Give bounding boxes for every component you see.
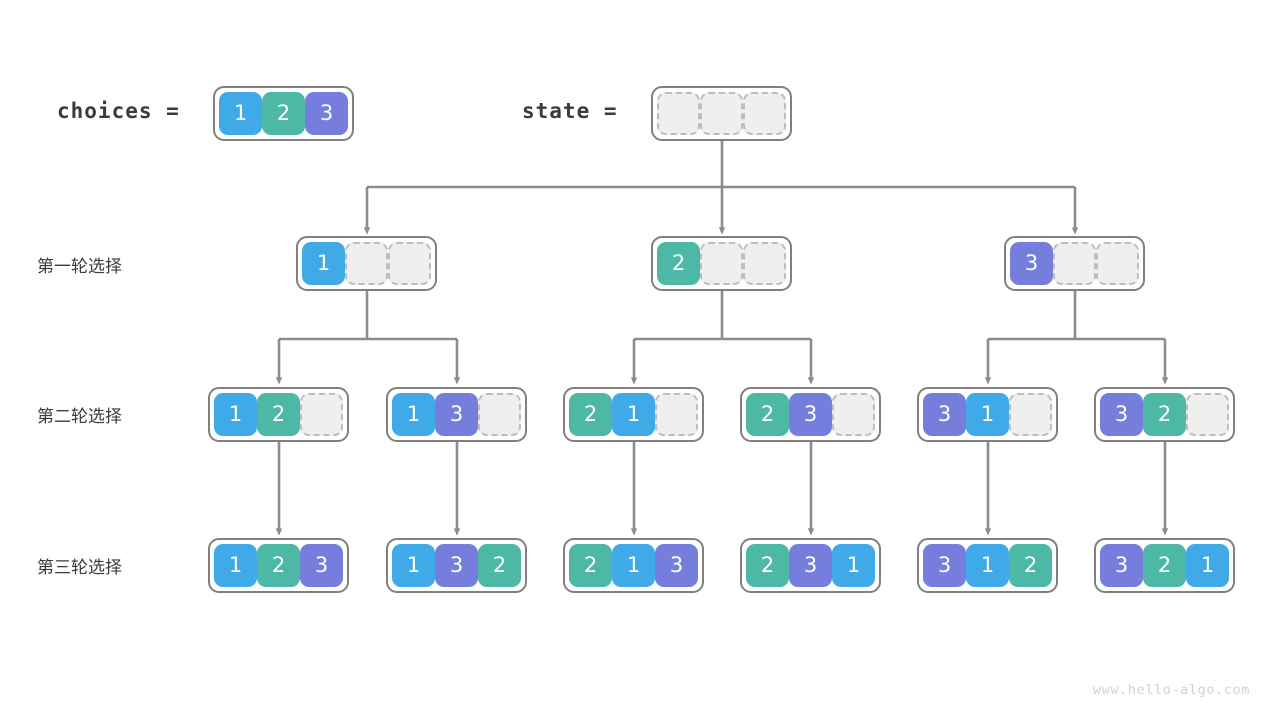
cell-level2-5-2	[1186, 393, 1229, 436]
cell-level2-5-1: 2	[1143, 393, 1186, 436]
state-label: state =	[522, 99, 618, 123]
choices-cell-0: 1	[219, 92, 262, 135]
cell-level3-5-1: 2	[1143, 544, 1186, 587]
cell-level3-4-0: 3	[923, 544, 966, 587]
cell-level3-3-1: 3	[789, 544, 832, 587]
row-label-round-2: 第二轮选择	[37, 407, 122, 427]
cell-level3-3-2: 1	[832, 544, 875, 587]
cell-level2-1-0: 1	[392, 393, 435, 436]
choices-label: choices =	[57, 99, 180, 123]
cell-level2-5-0: 3	[1100, 393, 1143, 436]
cell-level3-0-0: 1	[214, 544, 257, 587]
node-level2-3: 2 3	[740, 387, 881, 442]
cell-level2-4-2	[1009, 393, 1052, 436]
state-cell-1	[700, 92, 743, 135]
cell-level3-1-2: 2	[478, 544, 521, 587]
state-cell-0	[657, 92, 700, 135]
cell-level1-2-2	[1096, 242, 1139, 285]
cell-level2-4-0: 3	[923, 393, 966, 436]
node-level2-5: 3 2	[1094, 387, 1235, 442]
cell-level3-0-2: 3	[300, 544, 343, 587]
cell-level1-2-1	[1053, 242, 1096, 285]
cell-level3-2-1: 1	[612, 544, 655, 587]
cell-level1-1-1	[700, 242, 743, 285]
cell-level3-1-0: 1	[392, 544, 435, 587]
node-level1-1: 2	[651, 236, 792, 291]
cell-level1-2-0: 3	[1010, 242, 1053, 285]
node-level1-0: 1	[296, 236, 437, 291]
cell-level2-3-2	[832, 393, 875, 436]
node-level2-4: 3 1	[917, 387, 1058, 442]
cell-level3-3-0: 2	[746, 544, 789, 587]
node-level3-4: 3 1 2	[917, 538, 1058, 593]
choices-array: 1 2 3	[213, 86, 354, 141]
cell-level3-1-1: 3	[435, 544, 478, 587]
cell-level3-4-2: 2	[1009, 544, 1052, 587]
cell-level2-4-1: 1	[966, 393, 1009, 436]
cell-level2-3-0: 2	[746, 393, 789, 436]
node-level3-2: 2 1 3	[563, 538, 704, 593]
cell-level3-5-2: 1	[1186, 544, 1229, 587]
cell-level2-2-0: 2	[569, 393, 612, 436]
cell-level2-2-2	[655, 393, 698, 436]
node-level3-3: 2 3 1	[740, 538, 881, 593]
node-level2-2: 2 1	[563, 387, 704, 442]
node-level2-0: 1 2	[208, 387, 349, 442]
cell-level3-0-1: 2	[257, 544, 300, 587]
cell-level1-0-1	[345, 242, 388, 285]
cell-level3-4-1: 1	[966, 544, 1009, 587]
cell-level3-2-2: 3	[655, 544, 698, 587]
cell-level2-1-2	[478, 393, 521, 436]
row-label-round-3: 第三轮选择	[37, 558, 122, 578]
cell-level2-0-1: 2	[257, 393, 300, 436]
cell-level2-3-1: 3	[789, 393, 832, 436]
cell-level2-1-1: 3	[435, 393, 478, 436]
choices-cell-1: 2	[262, 92, 305, 135]
node-level3-1: 1 3 2	[386, 538, 527, 593]
watermark: www.hello-algo.com	[1092, 682, 1250, 698]
cell-level1-0-2	[388, 242, 431, 285]
cell-level1-1-0: 2	[657, 242, 700, 285]
node-level3-0: 1 2 3	[208, 538, 349, 593]
node-level2-1: 1 3	[386, 387, 527, 442]
cell-level2-0-0: 1	[214, 393, 257, 436]
state-array	[651, 86, 792, 141]
cell-level1-1-2	[743, 242, 786, 285]
node-level3-5: 3 2 1	[1094, 538, 1235, 593]
cell-level1-0-0: 1	[302, 242, 345, 285]
cell-level2-2-1: 1	[612, 393, 655, 436]
cell-level2-0-2	[300, 393, 343, 436]
state-cell-2	[743, 92, 786, 135]
node-level1-2: 3	[1004, 236, 1145, 291]
choices-cell-2: 3	[305, 92, 348, 135]
row-label-round-1: 第一轮选择	[37, 257, 122, 277]
cell-level3-2-0: 2	[569, 544, 612, 587]
cell-level3-5-0: 3	[1100, 544, 1143, 587]
